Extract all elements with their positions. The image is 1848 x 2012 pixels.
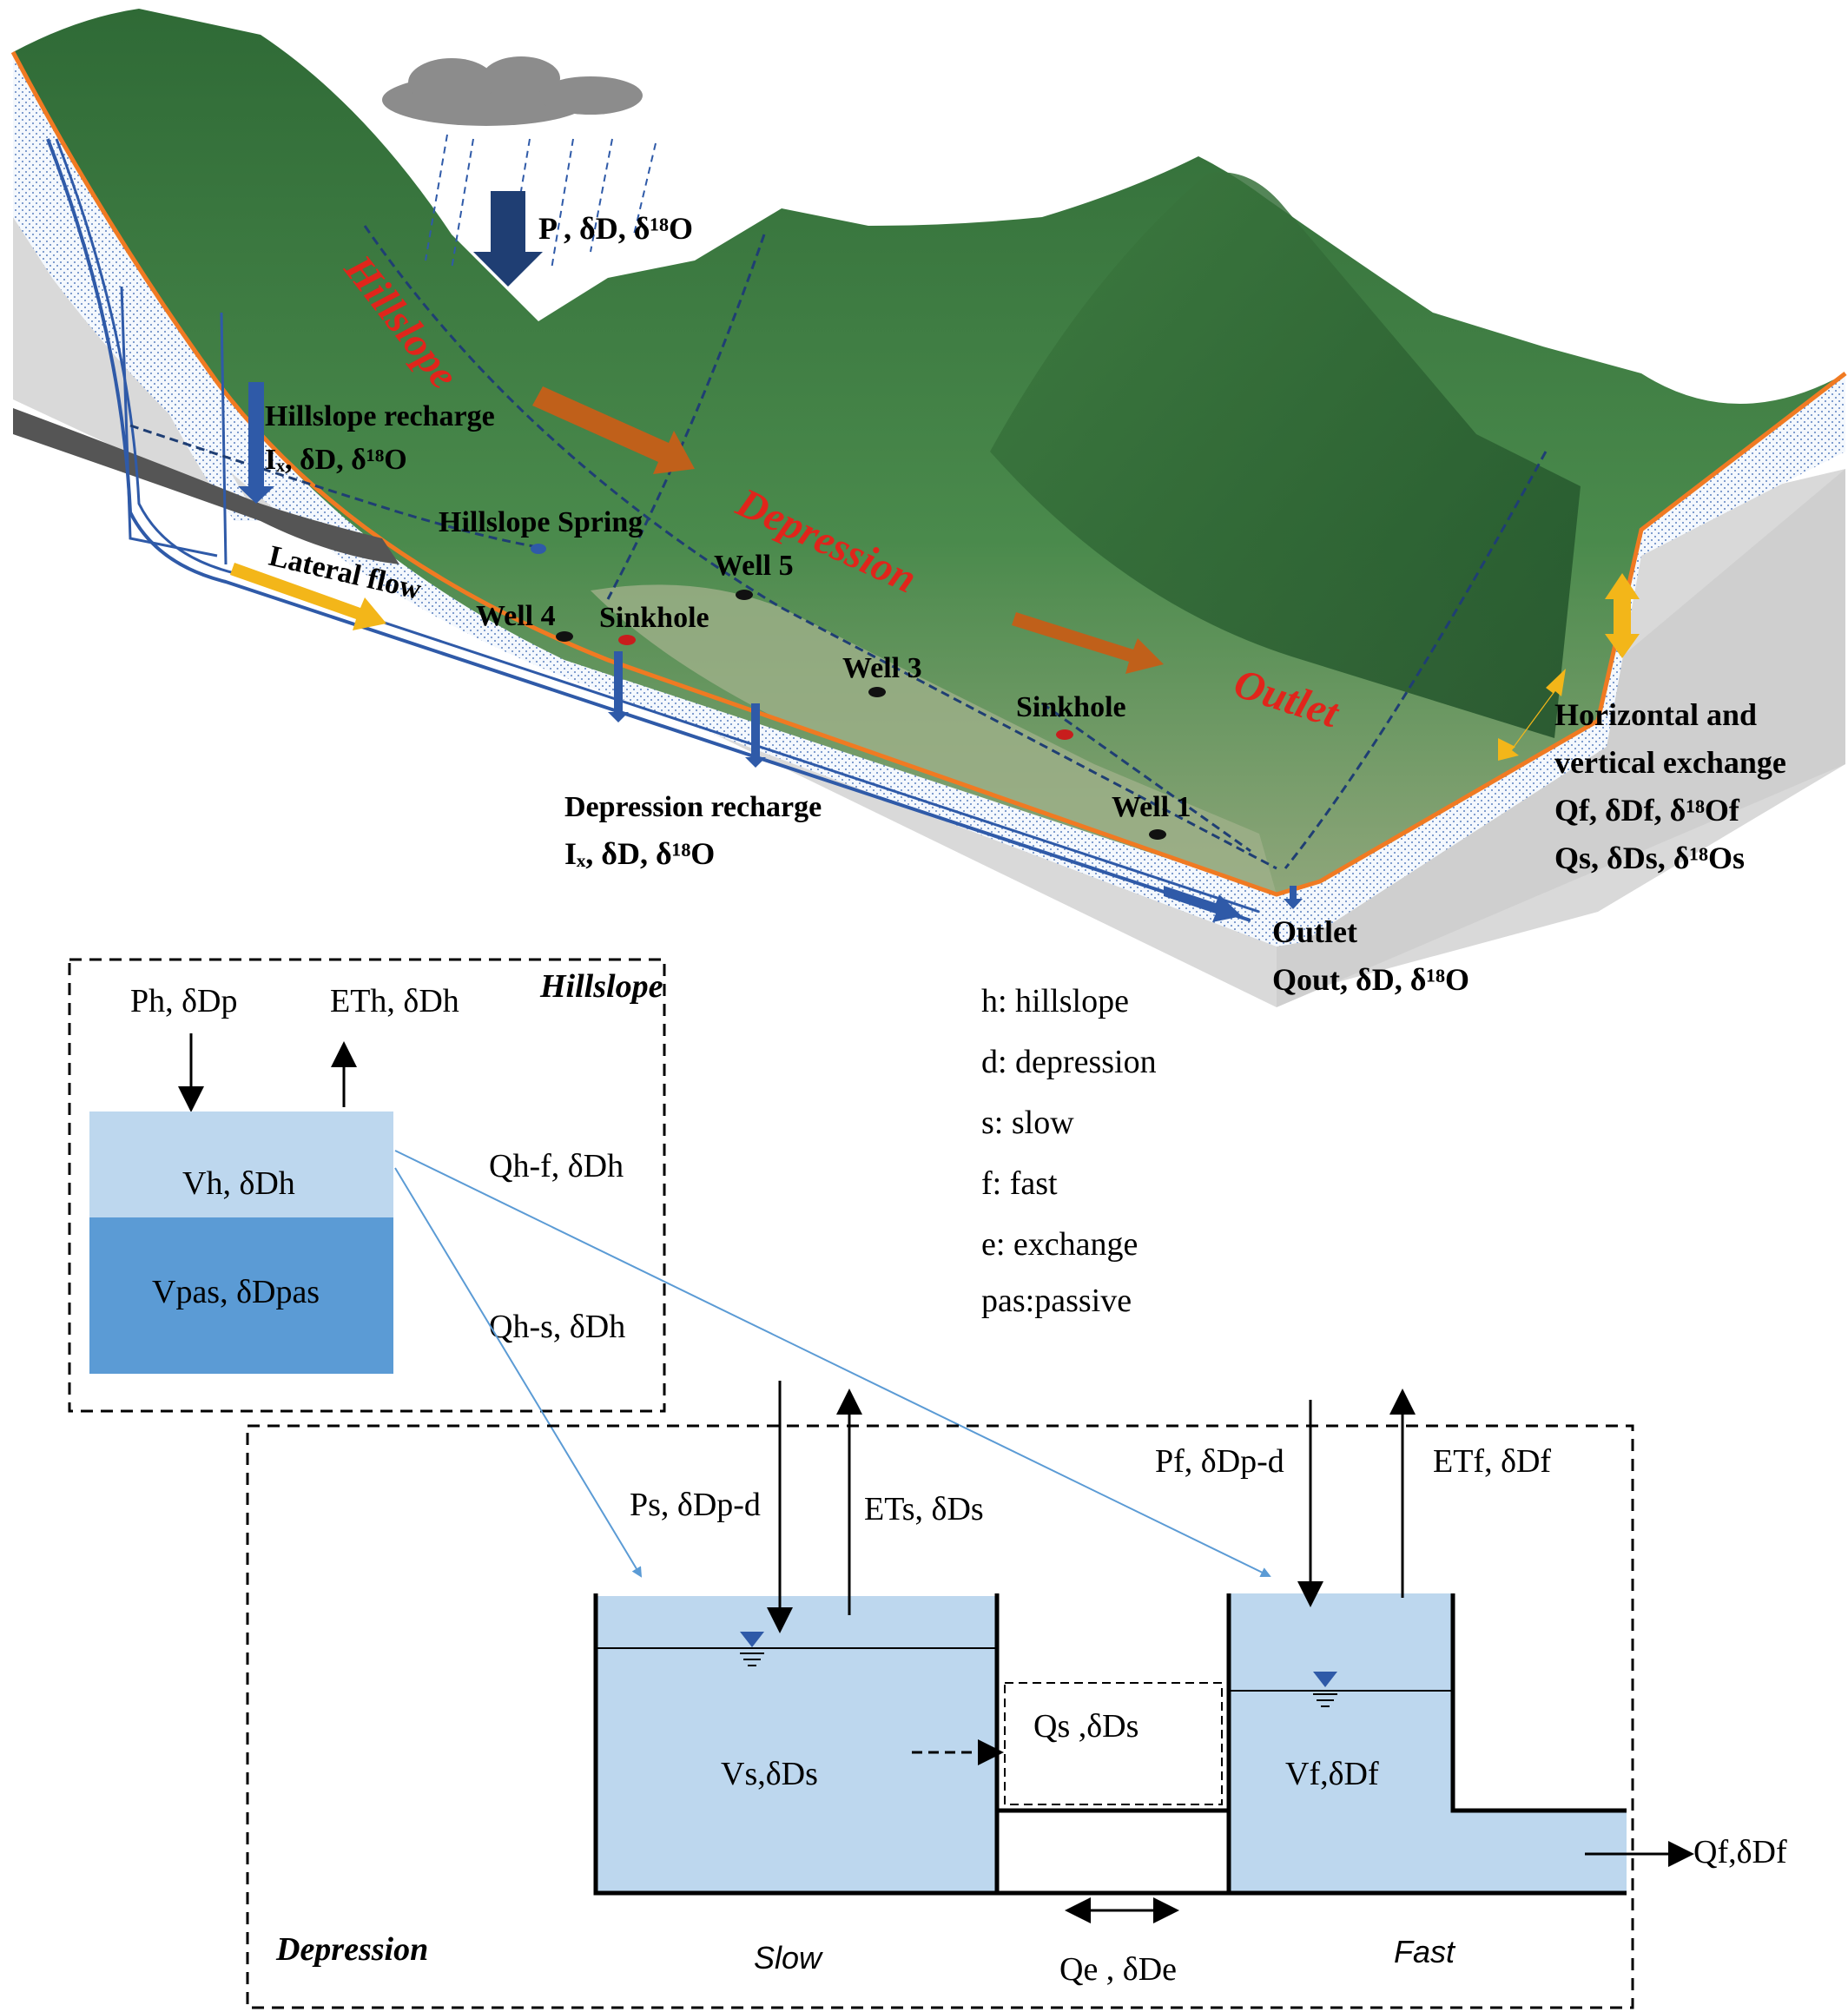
qs-label: Qs ,δDs [1033,1708,1138,1745]
landscape-block: P , δD, δ¹⁸O Hillslope Depression Outlet… [10,9,1847,1007]
outlet-vars: Qout, δD, δ¹⁸O [1272,962,1469,997]
vh-tank [89,1112,393,1217]
flow-arrow-2 [1012,612,1164,674]
vs-label: Vs,δDs [721,1756,818,1792]
soil-line [10,50,1847,897]
legend-item-h: h: hillslope [981,983,1129,1019]
well-3-label: Well 3 [842,652,922,684]
fast-tank [1229,1593,1453,1893]
pf-label: Pf, δDp-d [1155,1443,1284,1480]
exchange-arrows [1498,573,1640,761]
well-5-marker [736,590,753,600]
hillslope-recharge-label: Hillslope recharge [265,400,495,432]
legend-item-pas: pas:passive [981,1283,1132,1319]
well-1-label: Well 1 [1112,791,1191,823]
sinkhole-2-label: Sinkhole [1016,691,1126,723]
vpas-label: Vpas, δDpas [152,1274,320,1310]
lateral-flow-arrow [230,563,386,630]
sinkhole-2-marker [1056,729,1073,740]
vh-label: Vh, δDh [182,1165,295,1202]
precip-label: P , δD, δ¹⁸O [538,211,693,246]
exchange-vars-2: Qs, δDs, δ¹⁸Os [1554,841,1745,875]
well-4-label: Well 4 [476,600,556,632]
ps-label: Ps, δDp-d [630,1487,761,1523]
exchange-label-1: Horizontal and [1554,697,1757,732]
hillslope-box-title: Hillslope [539,968,663,1005]
exchange-label-2: vertical exchange [1554,745,1786,780]
mountain [990,172,1581,739]
qe-label: Qe , δDe [1059,1951,1177,1988]
depression-recharge-vars: Iₓ, δD, δ¹⁸O [564,836,715,871]
road [13,408,399,564]
sinkhole-1-marker [618,635,636,645]
exchange-vars-1: Qf, δDf, δ¹⁸Of [1554,793,1740,828]
slow-label: Slow [754,1940,823,1976]
cloud-icon [382,56,643,126]
legend-item-e: e: exchange [981,1226,1138,1263]
qhf-label: Qh-f, δDh [489,1148,624,1184]
slow-tank [596,1596,997,1893]
depression-box-title: Depression [275,1931,428,1968]
hillslope-recharge-arrow [238,382,274,504]
depression-box: Depression Ps, δDp-d [246,1381,1787,2009]
fast-label: Fast [1394,1934,1456,1969]
qhs-label: Qh-s, δDh [489,1309,625,1345]
well-3-marker [868,687,886,697]
eth-label: ETh, δDh [330,983,459,1019]
ets-label: ETs, δDs [864,1491,984,1527]
precip-arrow [473,191,543,287]
well-4-marker [556,631,573,642]
vf-label: Vf,δDf [1285,1756,1379,1792]
legend-item-f: f: fast [981,1165,1058,1202]
qf-out-label: Qf,δDf [1693,1834,1787,1870]
legend-item-d: d: depression [981,1044,1157,1080]
hillslope-recharge-vars: Iₓ, δD, δ¹⁸O [265,444,407,476]
well-1-marker [1149,829,1166,840]
hillslope-spring-label: Hillslope Spring [439,506,643,538]
spring-marker [531,544,546,554]
vpas-tank [89,1217,393,1374]
hillslope-box: Hillslope Ph, δDp ETh, δDh Vh, δDh Vpas,… [68,958,1271,1578]
depression-recharge-label: Depression recharge [564,791,822,823]
well-5-label: Well 5 [714,550,794,582]
flow-arrow-1 [532,386,695,474]
sinkhole-1-label: Sinkhole [599,602,710,634]
abbreviation-legend: h: hillslope d: depression s: slow f: fa… [981,983,1157,1319]
outlet-label: Outlet [1272,914,1357,949]
ph-label: Ph, δDp [130,983,237,1019]
legend-item-s: s: slow [981,1105,1074,1141]
etf-label: ETf, δDf [1433,1443,1551,1480]
